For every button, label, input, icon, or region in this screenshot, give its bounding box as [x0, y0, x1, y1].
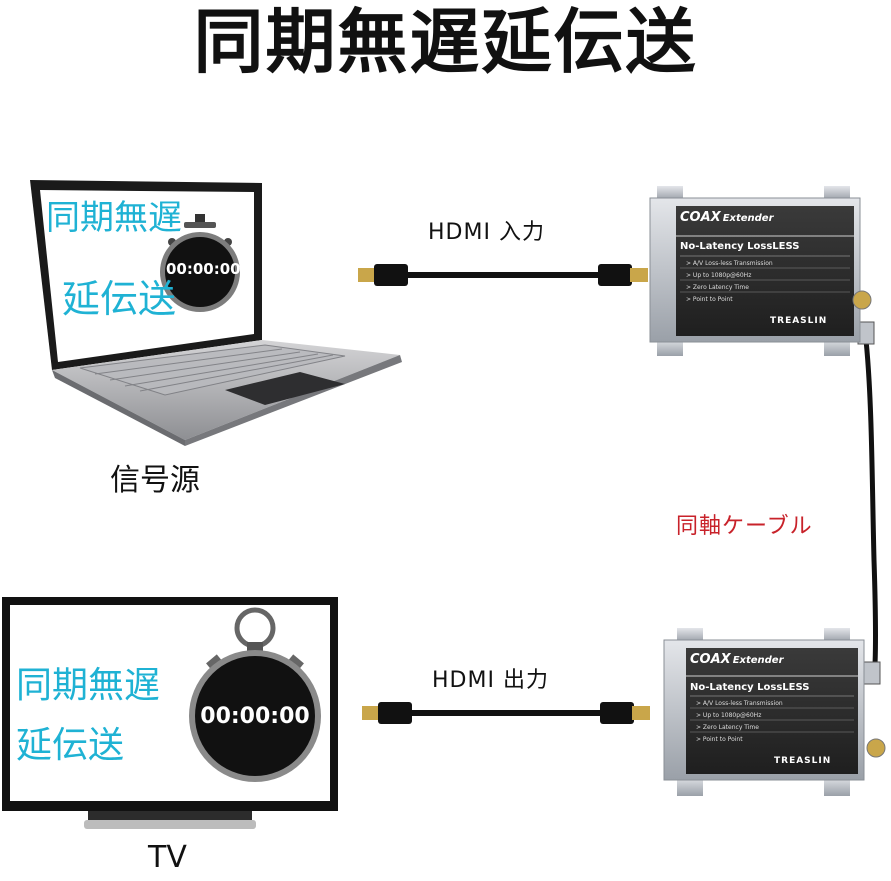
transmitter-logo-mark: COAX: [680, 210, 721, 225]
receiver-logo-suffix: Extender: [732, 655, 784, 666]
tv-display: [2, 597, 338, 829]
receiver-brand: TREASLIN: [774, 756, 832, 766]
tv-timer-readout: 00:00:00: [200, 704, 310, 729]
hdmi-cable-out: [362, 702, 650, 724]
receiver-logo-mark: COAX: [690, 652, 731, 667]
transmitter-feature: > Point to Point: [686, 296, 733, 303]
tv-stand: [88, 811, 252, 821]
transmitter-features: > A/V Loss-less Transmission > Up to 108…: [686, 258, 773, 306]
coax-cable: [857, 321, 881, 685]
hdmi-cable-in: [358, 264, 648, 286]
transmitter-logo-suffix: Extender: [722, 213, 774, 224]
extender-receiver: [663, 628, 886, 796]
hdmi-out-label: HDMI 出力: [432, 668, 549, 693]
receiver-heading: No-Latency LossLESS: [690, 682, 810, 693]
laptop-touchpad: [225, 372, 345, 405]
transmitter-brand: TREASLIN: [770, 316, 828, 326]
coax-cable-label: 同軸ケーブル: [676, 514, 813, 539]
receiver-feature: > Point to Point: [696, 736, 743, 743]
laptop-stopwatch-icon: [160, 214, 240, 312]
laptop-screen-text-line1: 同期無遅: [46, 198, 182, 238]
tv-label: TV: [148, 840, 187, 875]
extender-transmitter: [649, 186, 872, 356]
laptop-source: [30, 180, 402, 446]
laptop-screen-text-line2: 延伝送: [62, 277, 177, 321]
source-label: 信号源: [110, 463, 200, 498]
tv-stopwatch-icon: [189, 607, 321, 782]
laptop-timer-readout: 00:00:00: [166, 260, 241, 278]
hdmi-in-label: HDMI 入力: [428, 220, 545, 245]
page-title: 同期無遅延伝送: [193, 1, 698, 83]
receiver-features: > A/V Loss-less Transmission > Up to 108…: [696, 698, 783, 746]
receiver-feature: > A/V Loss-less Transmission: [696, 700, 783, 707]
receiver-feature: > Zero Latency Time: [696, 724, 759, 731]
transmitter-feature: > Up to 1080p@60Hz: [686, 272, 752, 279]
transmitter-heading: No-Latency LossLESS: [680, 241, 800, 252]
tv-screen-text-line1: 同期無遅: [16, 665, 161, 706]
transmitter-feature: > A/V Loss-less Transmission: [686, 260, 773, 267]
tv-screen-text-line2: 延伝送: [16, 725, 125, 766]
transmitter-feature: > Zero Latency Time: [686, 284, 749, 291]
receiver-feature: > Up to 1080p@60Hz: [696, 712, 762, 719]
